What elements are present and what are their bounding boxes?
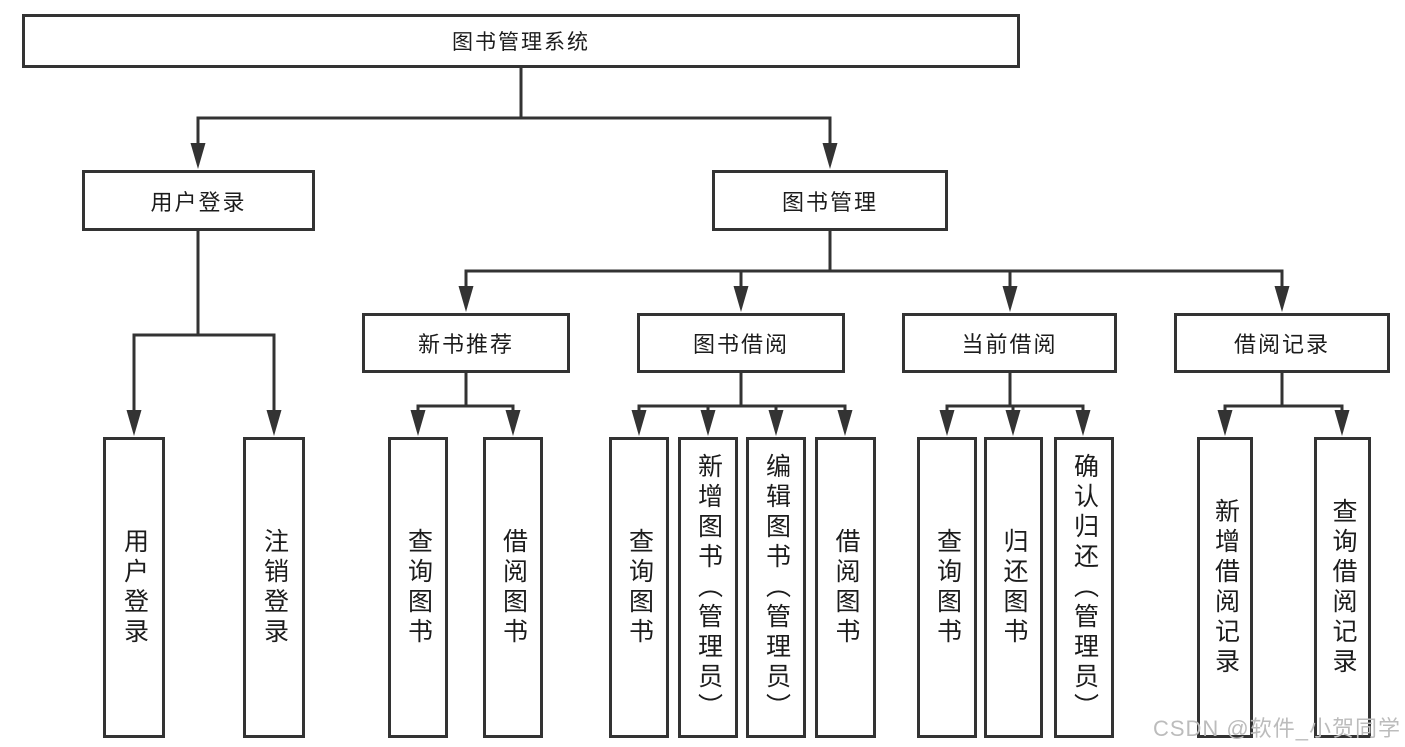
leaf-recommend-query-books: 查询图书 <box>388 437 448 738</box>
leaf-current-confirm-return-admin: 确认归还（管理员） <box>1054 437 1114 738</box>
leaf-borrow-add-books-admin: 新增图书（管理员） <box>678 437 738 738</box>
node-user-login: 用户登录 <box>82 170 315 231</box>
leaf-recommend-query-books-label: 查询图书 <box>404 527 433 648</box>
node-book-borrow: 图书借阅 <box>637 313 845 373</box>
leaf-logout: 注销登录 <box>243 437 305 738</box>
node-new-book-recommend: 新书推荐 <box>362 313 570 373</box>
leaf-user-login-label: 用户登录 <box>120 527 149 648</box>
leaf-recommend-borrow-books-label: 借阅图书 <box>499 527 528 648</box>
leaf-borrow-query-books: 查询图书 <box>609 437 669 738</box>
leaf-user-login: 用户登录 <box>103 437 165 738</box>
leaf-current-return-books-label: 归还图书 <box>1000 527 1028 648</box>
connector-recommend-to-leaves <box>410 373 521 436</box>
connector-borrow-to-leaves <box>631 373 853 436</box>
connector-records-to-leaves <box>1217 373 1350 436</box>
leaf-borrow-borrow-books: 借阅图书 <box>815 437 876 738</box>
leaf-current-query-books: 查询图书 <box>917 437 977 738</box>
leaf-borrow-query-books-label: 查询图书 <box>625 527 654 648</box>
leaf-current-query-books-label: 查询图书 <box>933 527 962 648</box>
leaf-records-add-borrow-record: 新增借阅记录 <box>1197 437 1253 738</box>
leaf-records-query-borrow-record-label: 查询借阅记录 <box>1329 497 1357 678</box>
csdn-watermark: CSDN @软件_小贺同学 <box>1152 716 1401 741</box>
leaf-logout-label: 注销登录 <box>260 527 289 648</box>
leaf-recommend-borrow-books: 借阅图书 <box>483 437 543 738</box>
leaf-current-confirm-return-admin-label: 确认归还（管理员） <box>1070 452 1099 723</box>
connector-current-to-leaves <box>939 373 1091 436</box>
leaf-records-query-borrow-record: 查询借阅记录 <box>1314 437 1371 738</box>
leaf-borrow-edit-books-admin-label: 编辑图书（管理员） <box>762 452 791 723</box>
leaf-records-add-borrow-record-label: 新增借阅记录 <box>1211 497 1240 678</box>
connector-root-to-level2 <box>190 68 838 169</box>
leaf-borrow-edit-books-admin: 编辑图书（管理员） <box>746 437 806 738</box>
connector-userlogin-to-leaves <box>126 231 282 436</box>
node-root-library-system: 图书管理系统 <box>22 14 1020 68</box>
leaf-borrow-borrow-books-label: 借阅图书 <box>832 527 860 648</box>
node-borrow-records: 借阅记录 <box>1174 313 1390 373</box>
leaf-current-return-books: 归还图书 <box>984 437 1043 738</box>
leaf-borrow-add-books-admin-label: 新增图书（管理员） <box>694 452 723 723</box>
node-book-management: 图书管理 <box>712 170 948 231</box>
node-current-borrow: 当前借阅 <box>902 313 1117 373</box>
connector-bookmgmt-to-level3 <box>458 231 1290 312</box>
